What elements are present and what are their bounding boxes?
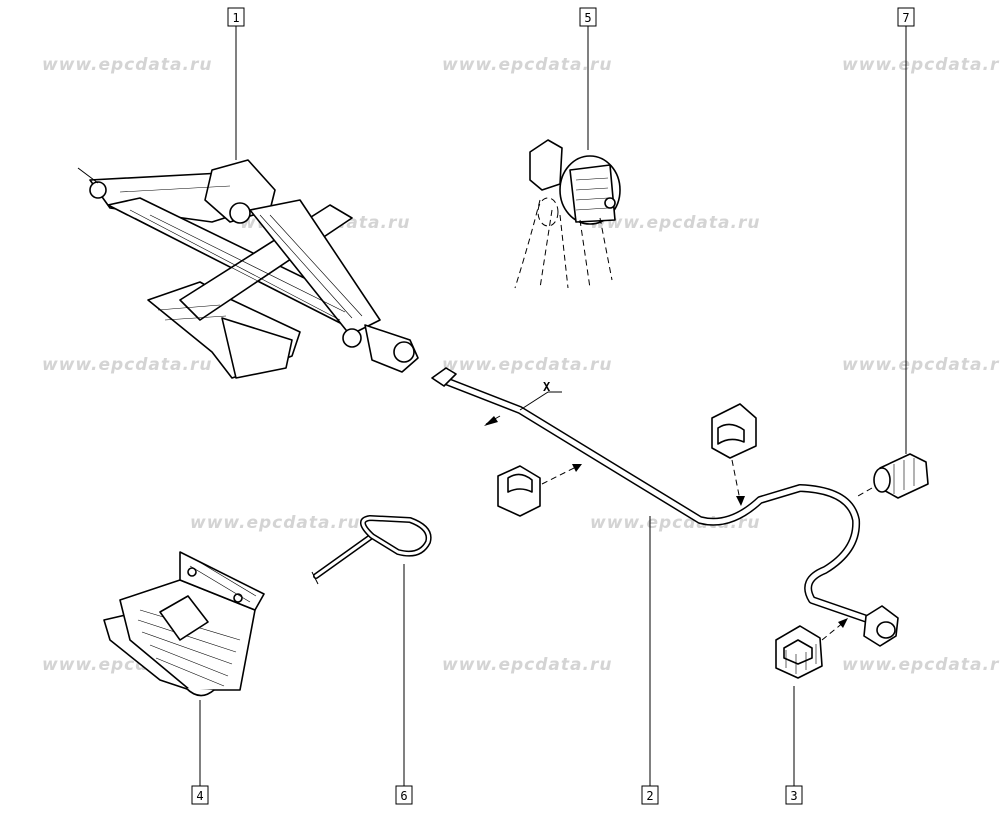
watermark: www.epcdata.ru bbox=[842, 355, 1000, 375]
watermark: www.epcdata.ru bbox=[842, 55, 1000, 75]
wheel-brace-part bbox=[431, 367, 899, 647]
callout-5: 5 bbox=[579, 7, 597, 27]
scissor-jack-part bbox=[77, 159, 419, 379]
watermark: www.epcdata.ru bbox=[190, 513, 360, 533]
bracket-hook-part bbox=[514, 139, 621, 289]
callout-7: 7 bbox=[897, 7, 915, 27]
callout-3: 3 bbox=[785, 785, 803, 805]
rod-clip-part bbox=[497, 464, 582, 517]
watermark: www.epcdata.ru bbox=[42, 355, 212, 375]
jack-support-part bbox=[103, 551, 265, 697]
svg-text:7: 7 bbox=[902, 11, 909, 25]
callout-6: 6 bbox=[395, 785, 413, 805]
upper-clip-part bbox=[711, 403, 757, 506]
watermark: www.epcdata.ru bbox=[42, 55, 212, 75]
svg-text:2: 2 bbox=[646, 789, 653, 803]
leader-lines bbox=[199, 26, 907, 790]
plug-cap-part bbox=[857, 453, 929, 499]
small-clamp-part bbox=[775, 618, 848, 679]
watermark: www.epcdata.ru bbox=[842, 655, 1000, 675]
svg-text:3: 3 bbox=[790, 789, 797, 803]
watermark: www.epcdata.ru bbox=[442, 355, 612, 375]
watermark: www.epcdata.ru bbox=[590, 213, 760, 233]
svg-text:1: 1 bbox=[232, 11, 239, 25]
svg-text:4: 4 bbox=[196, 789, 203, 803]
svg-text:5: 5 bbox=[584, 11, 591, 25]
svg-text:6: 6 bbox=[400, 789, 407, 803]
dimension-x-label: X bbox=[543, 380, 551, 394]
callout-1: 1 bbox=[227, 7, 245, 27]
callout-2: 2 bbox=[641, 785, 659, 805]
t-handle-key-part bbox=[311, 515, 432, 585]
callout-4: 4 bbox=[191, 785, 209, 805]
watermark: www.epcdata.ru bbox=[442, 55, 612, 75]
watermark: www.epcdata.ru bbox=[442, 655, 612, 675]
